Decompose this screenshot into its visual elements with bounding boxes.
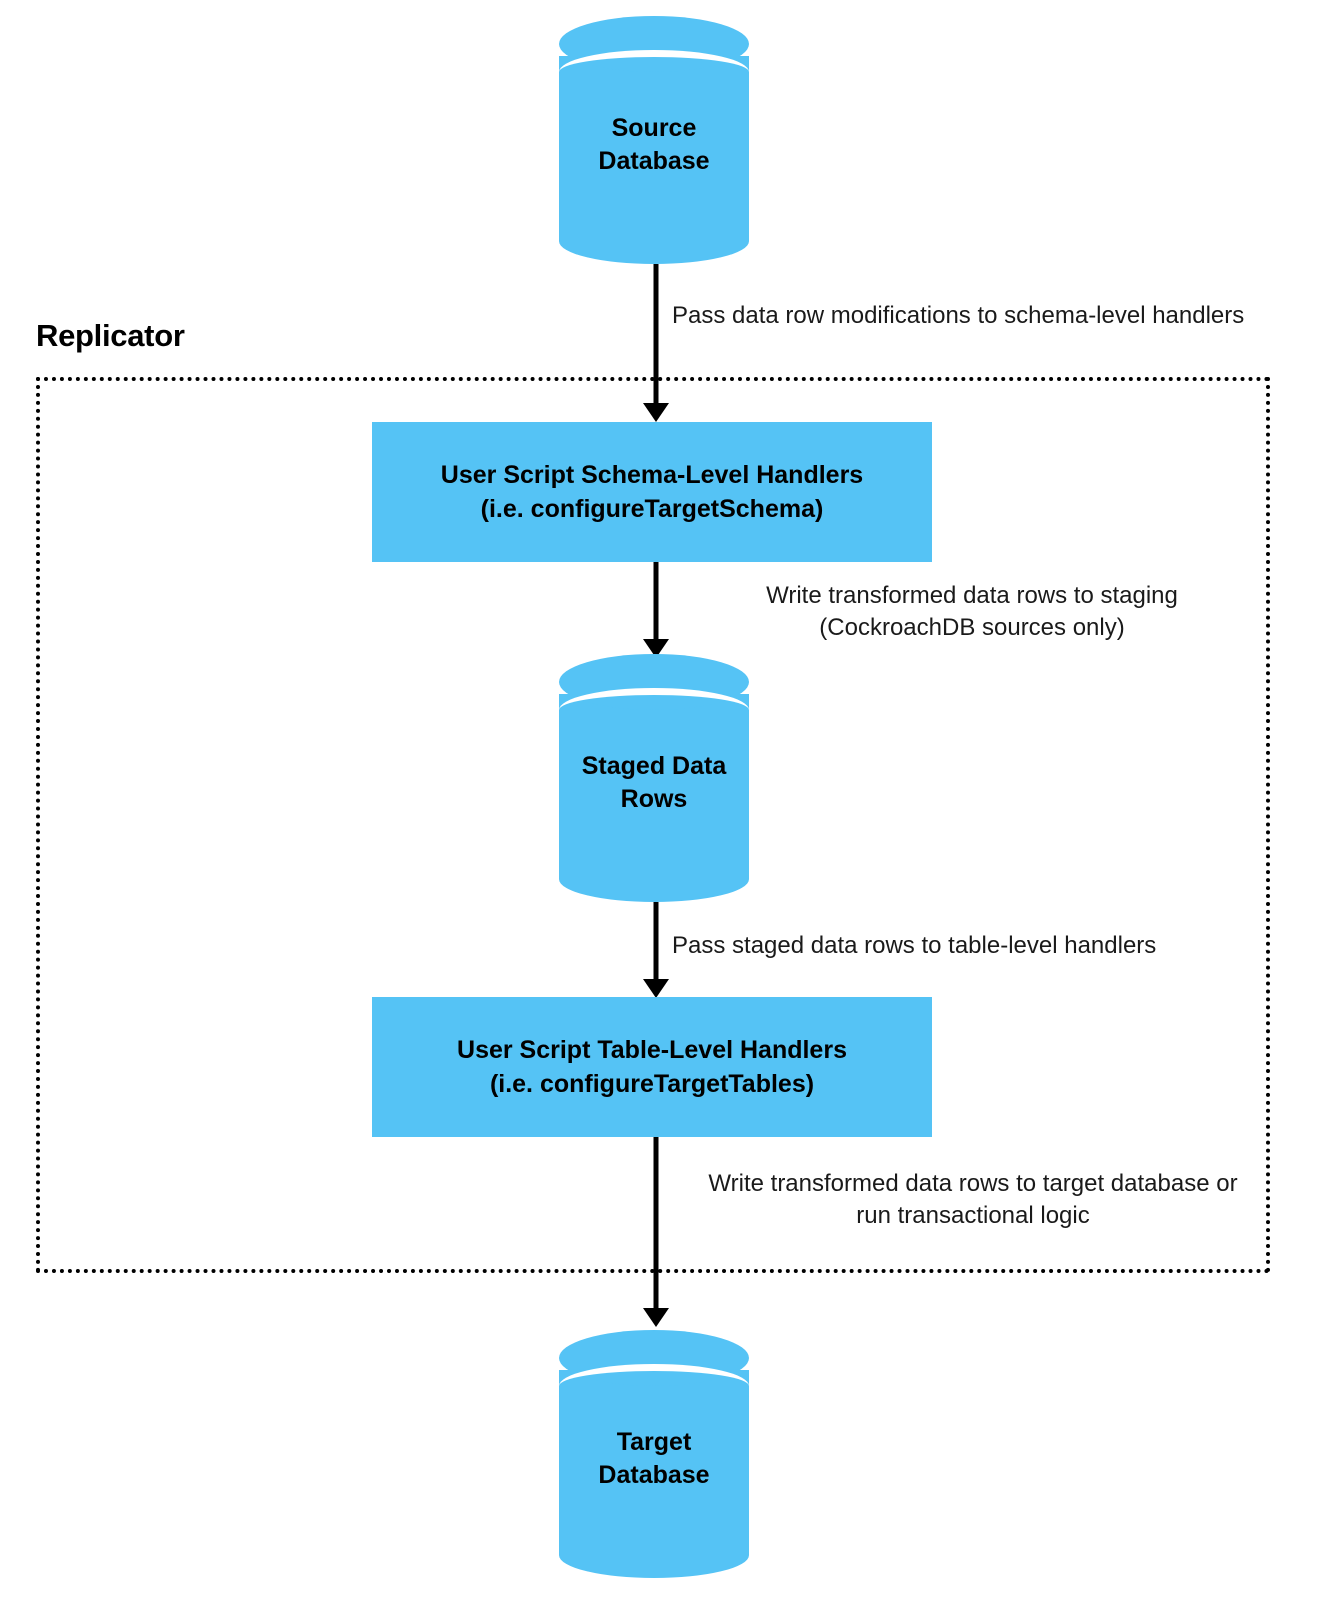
node-label-line-1: User Script Schema-Level Handlers: [440, 461, 864, 489]
arrow-table-handlers-to-target: [631, 1137, 681, 1327]
node-label-line-2: (i.e. configureTargetSchema): [480, 495, 824, 523]
node-table-level-handlers: User Script Table-Level Handlers (i.e. c…: [372, 997, 932, 1137]
arrow-head: [643, 1308, 669, 1327]
arrow-head: [643, 979, 669, 998]
node-label-line-1: Source: [611, 114, 697, 142]
cylinder-body: [559, 1370, 749, 1578]
arrow-staging-to-table-handlers: [631, 902, 681, 998]
node-label-line-2: Rows: [620, 785, 688, 813]
cylinder-top-ellipse: [559, 654, 749, 710]
edge-label-table-handlers-to-target: Write transformed data rows to target da…: [708, 1170, 1238, 1230]
node-label-line-2: (i.e. configureTargetTables): [489, 1070, 815, 1098]
cylinder-top-ellipse: [559, 1330, 749, 1386]
cylinder-body: [559, 694, 749, 902]
arrow-schema-handlers-to-staging: [631, 562, 681, 658]
node-label-line-2: Database: [598, 147, 710, 175]
edge-label-source-to-schema-handlers: Pass data row modifications to schema-le…: [672, 302, 1245, 329]
node-label: Staged Data Rows: [559, 750, 749, 816]
node-label-line-1: User Script Table-Level Handlers: [457, 1036, 847, 1064]
arrow-shaft: [653, 264, 659, 404]
edge-label-staging-to-table-handlers: Pass staged data rows to table-level han…: [672, 932, 1157, 959]
arrow-shaft: [653, 902, 659, 980]
node-label: Source Database: [559, 112, 749, 178]
edge-label-schema-handlers-to-staging: Write transformed data rows to staging (…: [766, 582, 1178, 642]
arrow-source-to-schema-handlers: [631, 264, 681, 422]
arrow-shaft: [653, 562, 659, 640]
node-label: User Script Schema-Level Handlers (i.e. …: [427, 458, 877, 526]
node-label-line-2: Database: [598, 1461, 710, 1489]
node-label-line-1: Target: [616, 1428, 692, 1456]
node-staged-data-rows: Staged Data Rows: [559, 654, 749, 902]
arrow-head: [643, 639, 669, 658]
node-label-line-1: Staged Data: [581, 752, 727, 780]
cylinder-top-ellipse: [559, 16, 749, 72]
node-label: User Script Table-Level Handlers (i.e. c…: [443, 1033, 861, 1101]
node-target-database: Target Database: [559, 1330, 749, 1578]
replicator-boundary-label: Replicator: [36, 318, 185, 353]
replicator-boundary-box: [36, 377, 1270, 1273]
node-label: Target Database: [559, 1426, 749, 1492]
cylinder-body: [559, 56, 749, 264]
arrow-head: [643, 403, 669, 422]
node-schema-level-handlers: User Script Schema-Level Handlers (i.e. …: [372, 422, 932, 562]
node-source-database: Source Database: [559, 16, 749, 264]
arrow-shaft: [653, 1137, 659, 1309]
